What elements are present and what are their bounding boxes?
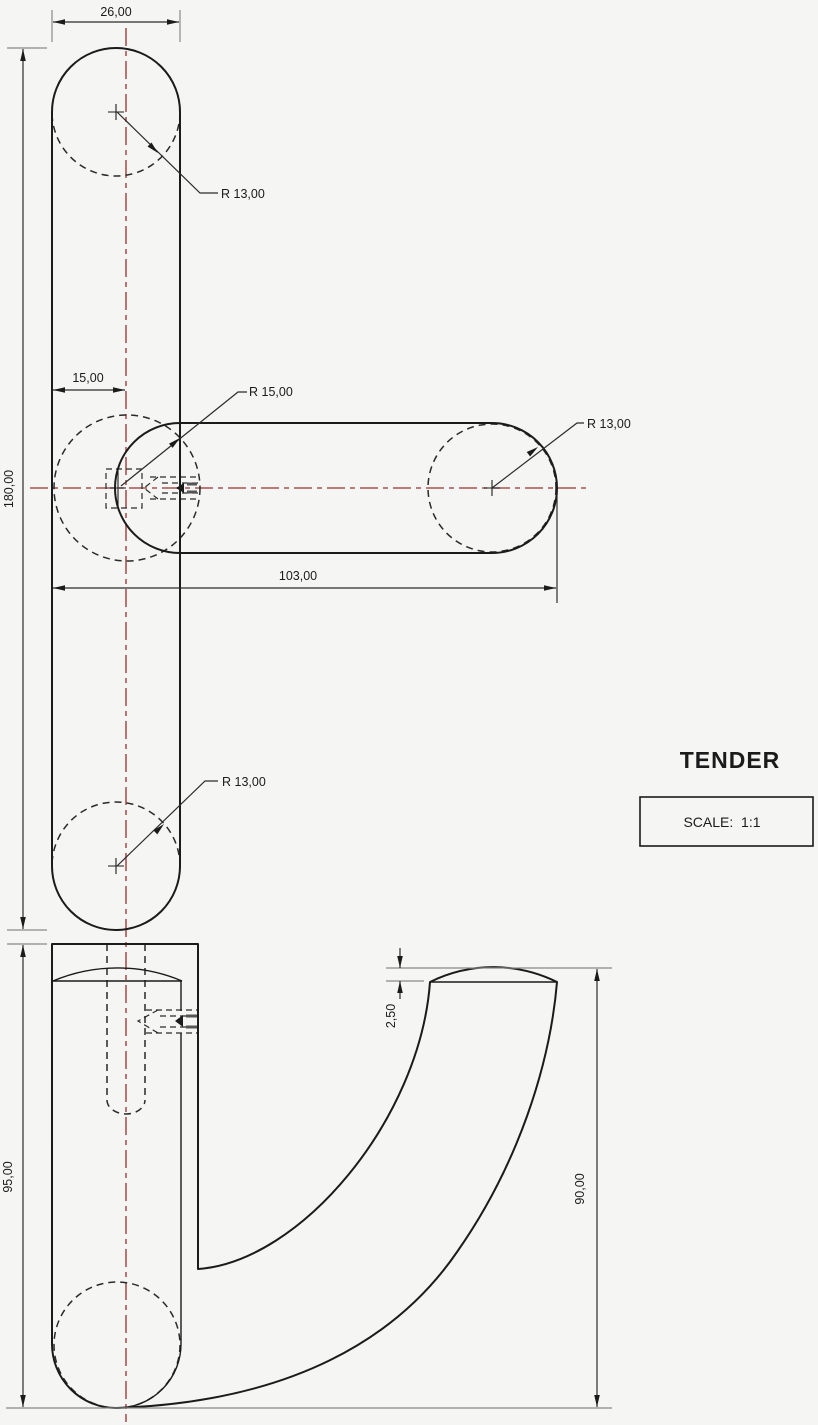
extension-lines [6, 10, 612, 1409]
hidden-circles [51, 47, 557, 931]
dimension-lines [20, 19, 600, 1407]
dim-side-height: 95,00 [1, 1161, 15, 1192]
top-view [51, 47, 558, 931]
hidden-chevron [136, 1009, 159, 1034]
dim-hook-height: 90,00 [573, 1173, 587, 1204]
hidden-bore-bottom [106, 1099, 146, 1115]
center-crosses [108, 104, 500, 874]
hidden-rect [105, 468, 143, 509]
hook-outline [51, 943, 558, 1409]
dimension-texts: 26,00 180,00 15,00 R 15,00 R 13,00 R 13,… [1, 5, 631, 1205]
hidden-chevron [143, 476, 159, 500]
title-block: TENDER SCALE: 1:1 [639, 747, 814, 847]
side-view [51, 943, 558, 1409]
dim-height-left: 180,00 [2, 470, 16, 508]
body-outline [51, 47, 181, 931]
hidden-slot-lines [146, 1009, 199, 1034]
radius-leaders [116, 111, 584, 867]
body-edge-inner [116, 981, 182, 1409]
hidden-keyway-top-view [105, 468, 199, 509]
dome-arc-left [52, 967, 183, 982]
dim-arm-length: 103,00 [279, 569, 317, 583]
hidden-circle-boss [53, 414, 201, 562]
radius-arm-end-label: R 13,00 [587, 417, 631, 431]
dim-width-top: 26,00 [100, 5, 131, 19]
scale-box [639, 796, 814, 847]
dim-dome-height: 2,50 [384, 1004, 398, 1028]
dim-offset: 15,00 [72, 371, 103, 385]
scale-label: SCALE: 1:1 [683, 814, 760, 830]
hidden-end-marks [186, 1014, 197, 1029]
centerlines [30, 28, 588, 1422]
part-title: TENDER [680, 747, 781, 773]
hidden-end-marks [187, 482, 197, 494]
hidden-circle-bottom [53, 1281, 181, 1409]
arm-outline [114, 422, 558, 554]
radius-top-label: R 13,00 [221, 187, 265, 201]
hidden-point [175, 1015, 183, 1027]
radius-bottom-label: R 13,00 [222, 775, 266, 789]
hidden-slot-lines [150, 476, 199, 500]
radius-boss-label: R 15,00 [249, 385, 293, 399]
